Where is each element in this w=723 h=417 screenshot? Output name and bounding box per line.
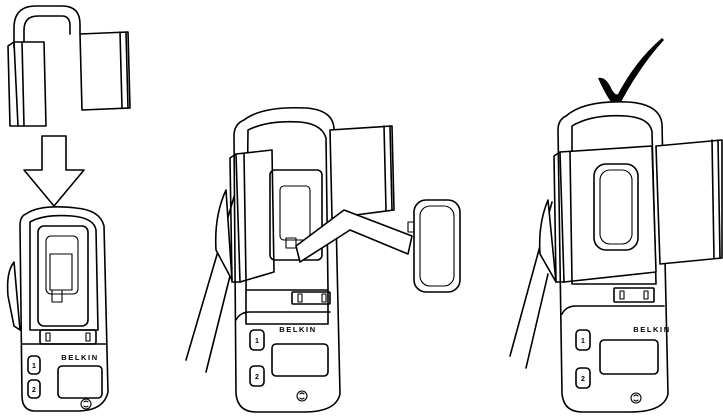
svg-text:1: 1 bbox=[255, 338, 259, 345]
strap-band bbox=[330, 126, 394, 218]
step-1-panel: BELKIN 1 2 bbox=[8, 6, 130, 411]
brand-label: BELKIN bbox=[61, 353, 99, 362]
svg-text:1: 1 bbox=[581, 338, 585, 345]
grip-pad bbox=[594, 164, 638, 250]
step-3-panel: BELKIN 1 2 bbox=[510, 38, 722, 412]
down-arrow-icon bbox=[24, 136, 84, 206]
step-2-panel: BELKIN 1 2 bbox=[186, 108, 460, 412]
clip-accessory bbox=[8, 6, 130, 126]
svg-text:2: 2 bbox=[255, 374, 259, 381]
svg-text:2: 2 bbox=[32, 387, 36, 394]
svg-text:2: 2 bbox=[581, 376, 585, 383]
device-handset-1: BELKIN 1 2 bbox=[8, 207, 108, 411]
brand-label: BELKIN bbox=[279, 325, 317, 334]
grip-pad bbox=[408, 200, 460, 292]
checkmark-icon bbox=[598, 38, 664, 108]
brand-label: BELKIN bbox=[633, 325, 671, 334]
strap-band bbox=[656, 140, 722, 264]
svg-text:1: 1 bbox=[32, 363, 36, 370]
